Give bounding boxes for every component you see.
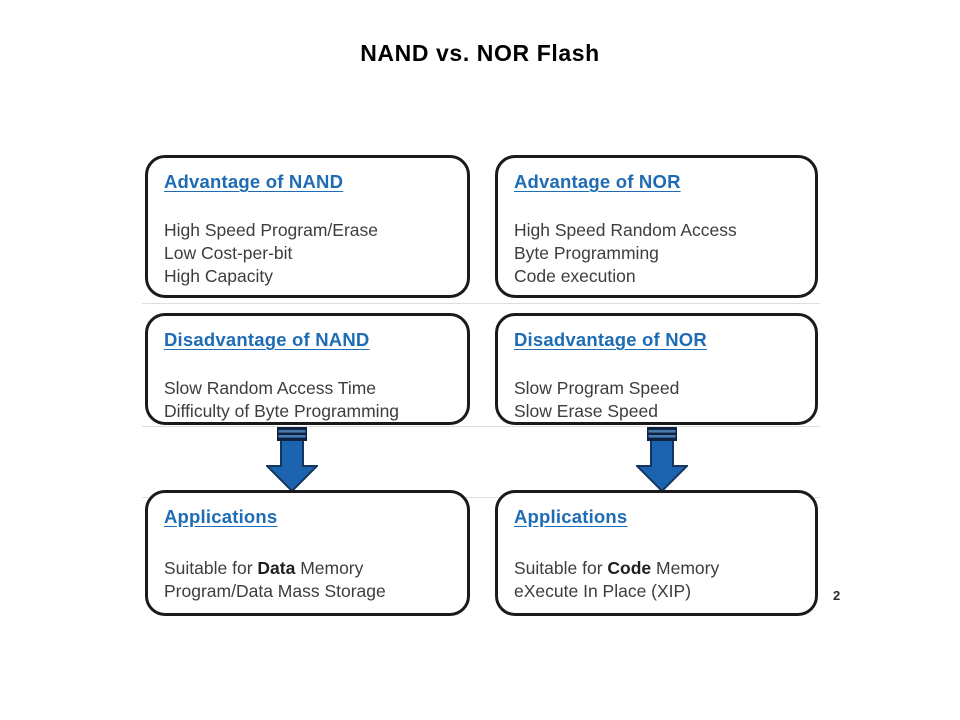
nor-applications-body: Suitable for Code Memory eXecute In Plac… xyxy=(514,557,799,603)
nand-advantage-body: High Speed Program/Erase Low Cost-per-bi… xyxy=(164,219,451,288)
text-line: Program/Data Mass Storage xyxy=(164,581,386,601)
nor-applications-box: Applications Suitable for Code Memory eX… xyxy=(495,490,818,616)
text-segment-bold: Data xyxy=(257,558,296,578)
text-segment: Suitable for xyxy=(164,558,258,578)
nor-applications-heading: Applications xyxy=(514,506,628,527)
text-line: Slow Program Speed xyxy=(514,378,680,398)
text-line: Suitable for Code Memory xyxy=(514,557,799,580)
nor-disadvantage-heading: Disadvantage of NOR xyxy=(514,329,707,350)
nor-disadvantage-body: Slow Program Speed Slow Erase Speed xyxy=(514,377,799,423)
down-arrow-icon xyxy=(636,427,688,493)
nor-disadvantage-box: Disadvantage of NOR Slow Program Speed S… xyxy=(495,313,818,425)
text-line: Suitable for Data Memory xyxy=(164,557,451,580)
text-segment: Suitable for xyxy=(514,558,608,578)
text-line: Slow Erase Speed xyxy=(514,401,658,421)
nand-disadvantage-box: Disadvantage of NAND Slow Random Access … xyxy=(145,313,470,425)
text-line: eXecute In Place (XIP) xyxy=(514,581,692,601)
text-line: Code execution xyxy=(514,266,636,286)
text-line: High Speed Program/Erase xyxy=(164,220,378,240)
text-line: Slow Random Access Time xyxy=(164,378,377,398)
nand-disadvantage-body: Slow Random Access Time Difficulty of By… xyxy=(164,377,451,423)
text-segment: Memory xyxy=(651,558,720,578)
scan-artifact-line xyxy=(142,497,820,498)
text-segment: Memory xyxy=(295,558,364,578)
nand-applications-box: Applications Suitable for Data Memory Pr… xyxy=(145,490,470,616)
scan-artifact-line xyxy=(142,426,820,427)
nor-advantage-heading: Advantage of NOR xyxy=(514,171,681,192)
text-line: Difficulty of Byte Programming xyxy=(164,401,400,421)
down-arrow-icon xyxy=(266,427,318,493)
nand-advantage-box: Advantage of NAND High Speed Program/Era… xyxy=(145,155,470,298)
nor-advantage-box: Advantage of NOR High Speed Random Acces… xyxy=(495,155,818,298)
nand-applications-heading: Applications xyxy=(164,506,278,527)
page-number: 2 xyxy=(833,588,841,603)
nand-advantage-heading: Advantage of NAND xyxy=(164,171,344,192)
nand-disadvantage-heading: Disadvantage of NAND xyxy=(164,329,370,350)
text-line: High Capacity xyxy=(164,266,273,286)
text-line: High Speed Random Access xyxy=(514,220,737,240)
nor-advantage-body: High Speed Random Access Byte Programmin… xyxy=(514,219,799,288)
text-line: Low Cost-per-bit xyxy=(164,243,293,263)
slide-title: NAND vs. NOR Flash xyxy=(360,40,600,66)
text-line: Byte Programming xyxy=(514,243,659,263)
text-segment-bold: Code xyxy=(607,558,652,578)
nand-applications-body: Suitable for Data Memory Program/Data Ma… xyxy=(164,557,451,603)
scan-artifact-line xyxy=(142,303,820,304)
